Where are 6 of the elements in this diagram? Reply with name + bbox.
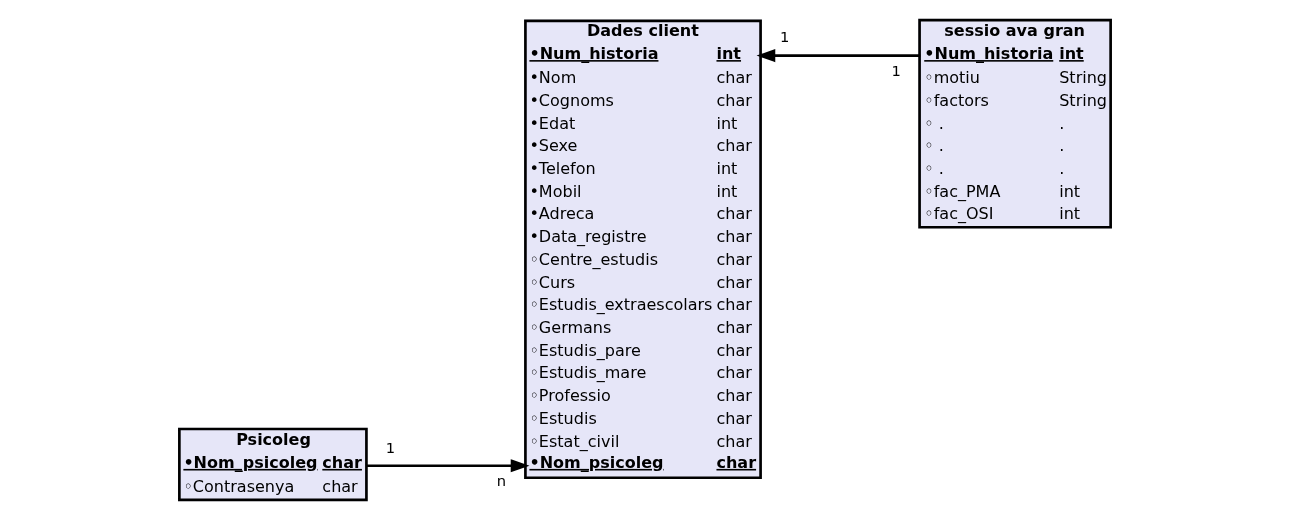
label: n (496, 472, 506, 490)
arrow (756, 49, 921, 63)
label: 1 (779, 28, 790, 46)
label: 1 (385, 438, 396, 456)
label: 1 (891, 62, 901, 80)
arrow (366, 459, 530, 473)
